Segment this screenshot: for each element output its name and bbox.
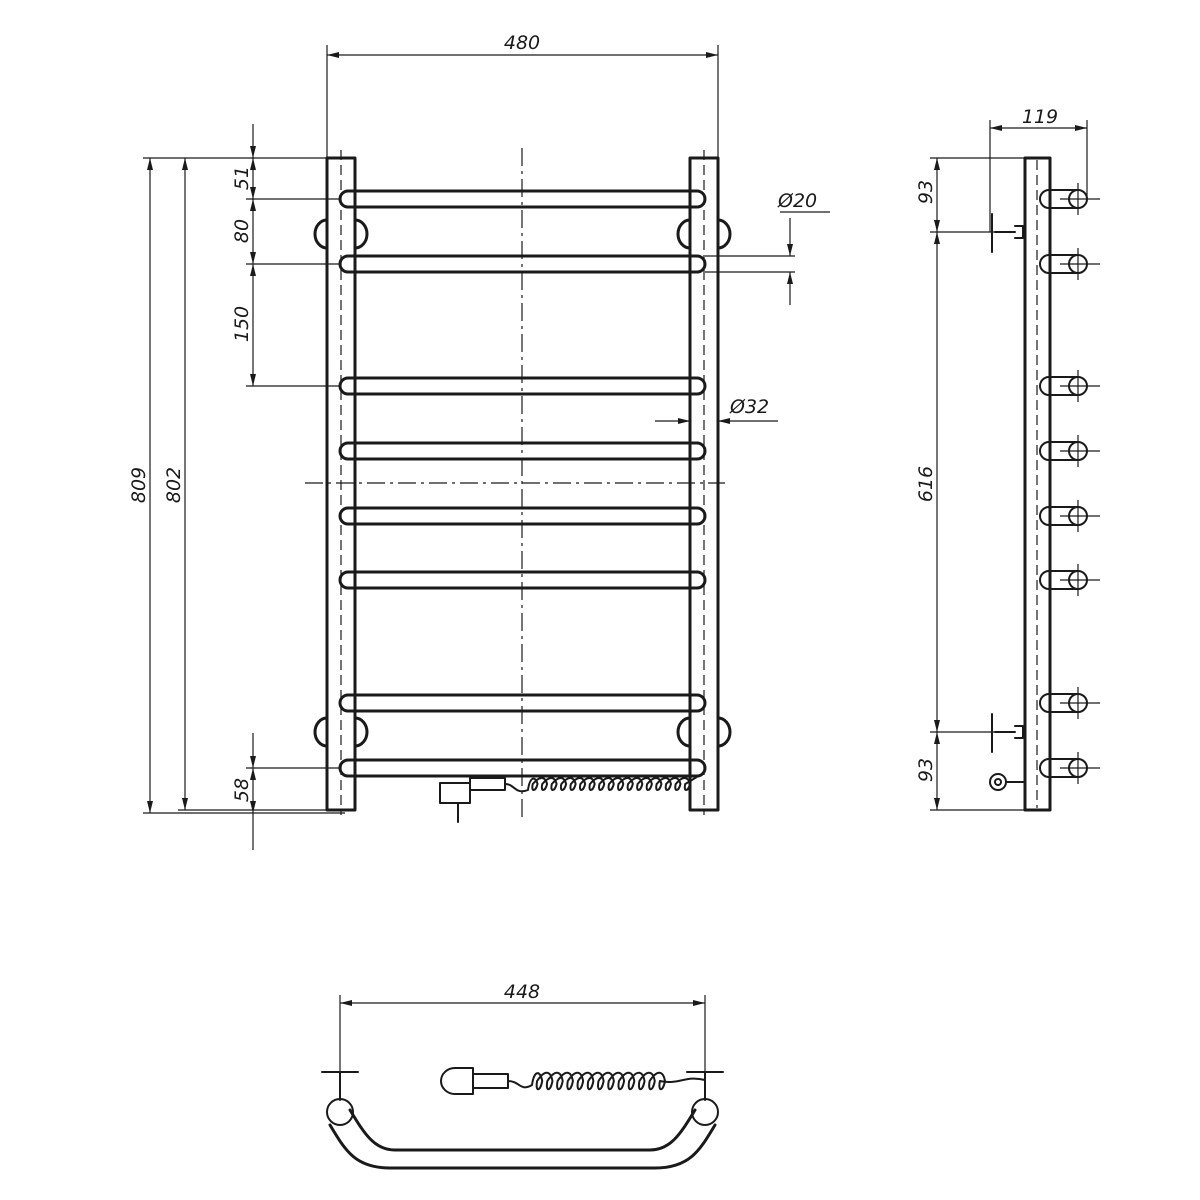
bottom-view: 448: [321, 981, 724, 1170]
wall-mount-bottom: [313, 716, 732, 748]
bottom-coiled-cable: [507, 1071, 706, 1091]
crossbar-end-centerline: [1060, 435, 1100, 467]
dimensions-side: 119 93 616 93: [915, 106, 1088, 811]
wall-mount-top: [313, 218, 732, 250]
dim-bar-diameter: Ø20: [777, 190, 817, 212]
dim-bottom-offset: 58: [231, 778, 253, 802]
crossbar-stub: [1039, 441, 1079, 461]
crossbar-stub: [1039, 758, 1079, 778]
dim-bar-spacing-2: 150: [231, 306, 253, 342]
crossbar: [338, 441, 707, 461]
crossbar: [338, 570, 707, 590]
side-rail: [1023, 156, 1052, 812]
crossbar-ends: [1039, 183, 1100, 784]
crossbar-stub: [1039, 570, 1079, 590]
crossbar-stub: [1039, 254, 1079, 274]
crossbar-end-centerline: [1060, 183, 1100, 215]
side-wall-mounts: [989, 213, 1025, 791]
dim-depth: 119: [1022, 106, 1058, 128]
dim-rail-diameter: Ø32: [729, 396, 769, 418]
bottom-plug: [440, 1067, 509, 1095]
crossbar-stub: [1039, 506, 1079, 526]
dim-mount-spacing: 616: [915, 466, 937, 502]
side-view: 119 93 616 93: [915, 106, 1100, 812]
dim-bar-spacing-1: 80: [231, 219, 253, 243]
crossbar-stub: [1039, 189, 1079, 209]
coiled-cable: [504, 774, 701, 793]
power-plug: [439, 777, 506, 823]
dim-top-mount-offset: 93: [915, 180, 937, 204]
crossbar: [338, 506, 707, 526]
dim-height-overall: 809: [128, 467, 150, 503]
crossbar-stub: [1039, 693, 1079, 713]
front-view: 480 809 802 51 80 150 58 Ø20: [128, 32, 830, 850]
dim-top-offset: 51: [231, 166, 253, 190]
crossbar-end-centerline: [1060, 370, 1100, 402]
crossbar-stub: [1039, 376, 1079, 396]
dimensions-front: 480 809 802 51 80 150 58 Ø20: [128, 32, 830, 850]
crossbar-end-centerline: [1060, 752, 1100, 784]
dim-width-overall: 480: [504, 32, 540, 54]
dim-bottom-mount-offset: 93: [915, 758, 937, 782]
crossbar-end-centerline: [1060, 687, 1100, 719]
crossbar: [338, 693, 707, 713]
crossbar-end-centerline: [1060, 564, 1100, 596]
bottom-mounts: [321, 1071, 724, 1126]
crossbar-end-centerline: [1060, 248, 1100, 280]
dim-height-rails: 802: [163, 467, 185, 503]
crossbar-end-centerline: [1060, 500, 1100, 532]
u-bar: [328, 1108, 717, 1170]
dim-bar-width: 448: [504, 981, 540, 1003]
